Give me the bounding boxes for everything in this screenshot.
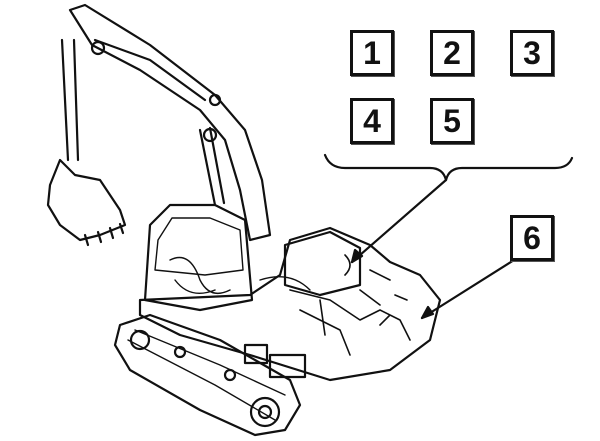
track-sprocket	[249, 396, 281, 428]
callout-label: 5	[443, 102, 461, 139]
callout-brace	[323, 153, 574, 182]
callout-label: 3	[523, 34, 541, 71]
callout-3: 3	[510, 30, 554, 76]
engine-hood	[283, 230, 362, 297]
callout-label: 6	[523, 219, 541, 256]
callout-4: 4	[350, 98, 394, 144]
cab-window	[154, 217, 244, 276]
arrowhead	[350, 248, 364, 264]
callout-label: 1	[363, 34, 381, 71]
idler-wheel	[129, 329, 151, 351]
track-sprocket-hub	[257, 404, 273, 420]
upper-structure	[138, 226, 442, 382]
track	[113, 313, 302, 437]
arrow-to-component-6	[420, 253, 524, 320]
arrowhead	[420, 305, 435, 320]
engine-detail	[289, 254, 411, 356]
pivot-pin	[202, 127, 218, 143]
arrow-to-engine	[350, 178, 448, 264]
pivot-pin	[208, 93, 222, 107]
callout-2: 2	[430, 30, 474, 76]
bucket	[46, 158, 127, 242]
callout-6: 6	[510, 215, 554, 261]
arm-cylinder	[60, 38, 80, 162]
callout-5: 5	[430, 98, 474, 144]
tool-box	[268, 353, 307, 379]
boom	[68, 3, 272, 242]
callout-1: 1	[350, 30, 394, 76]
boom-inner-line	[93, 38, 207, 102]
cab	[143, 203, 254, 312]
callout-label: 4	[363, 102, 381, 139]
callout-label: 2	[443, 34, 461, 71]
roller	[173, 345, 187, 359]
bucket-teeth	[83, 222, 125, 247]
hydraulic-lines	[169, 256, 311, 294]
pivot-pin	[90, 40, 106, 56]
track-inner	[127, 329, 286, 421]
roller	[223, 368, 237, 382]
